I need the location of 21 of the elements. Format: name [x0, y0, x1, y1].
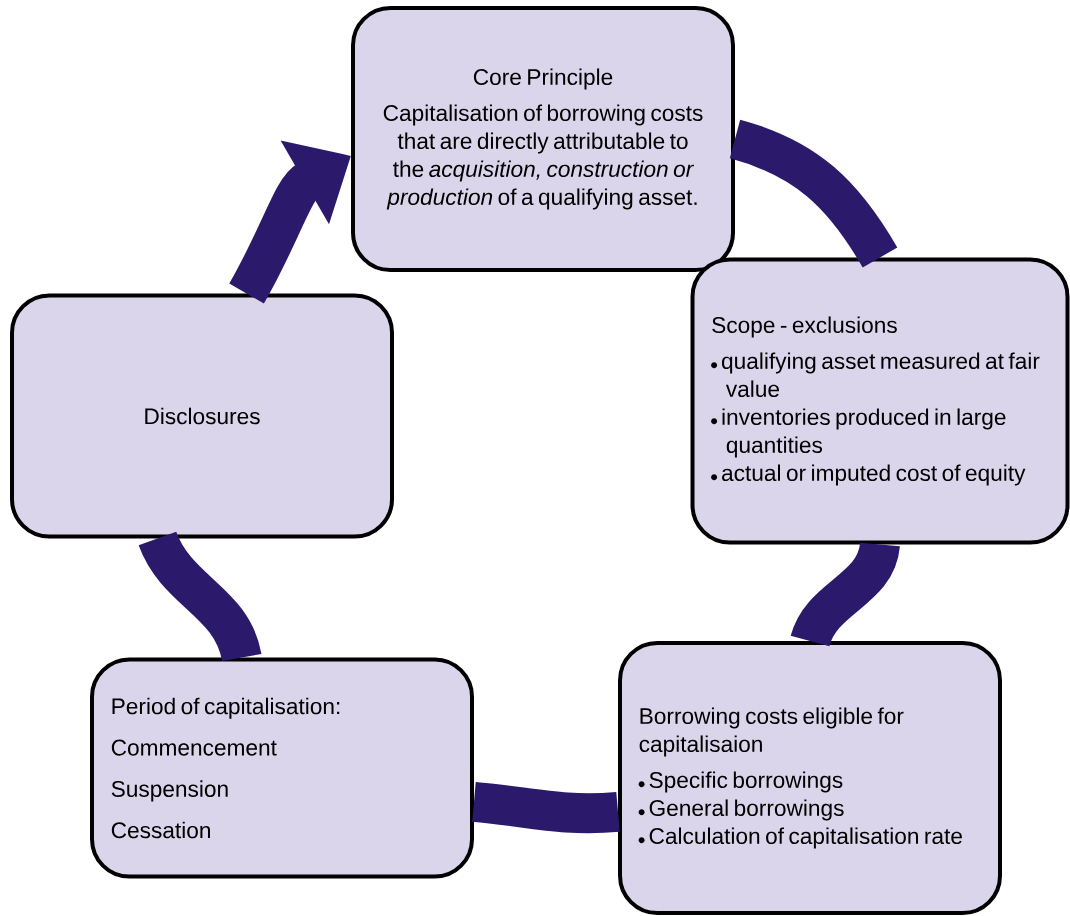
bullet-item: General borrowings — [638, 799, 844, 821]
connector-band — [472, 781, 620, 834]
bullet-item: actual or imputed cost of equity — [711, 464, 1026, 486]
box-text: Cessation — [111, 821, 210, 839]
box-title: Borrowing costs eligible for capitalisaion — [639, 707, 904, 757]
connector-band — [791, 540, 900, 648]
box-title: Period of capitalisation: — [112, 697, 340, 719]
bullet-item: Calculation of capitalisation rate — [638, 827, 962, 849]
process-box — [618, 641, 1002, 915]
box-title: Scope - exclusions — [712, 316, 897, 338]
box-title: Core Principle — [473, 68, 613, 90]
box-text: Suspension — [111, 780, 228, 802]
process-box — [90, 657, 474, 879]
box-text: Commencement — [111, 739, 277, 756]
box-text: Capitalisation of borrowing costs that are directly attributable to the acquisition, construction or production of a qualifying asset. — [383, 104, 703, 210]
process-box — [10, 293, 394, 539]
box-text: Disclosures — [145, 407, 260, 425]
bullet-item: Specific borrowings — [638, 771, 843, 793]
connector-band — [139, 530, 262, 663]
process-box — [690, 257, 1070, 545]
process-box — [351, 6, 735, 272]
